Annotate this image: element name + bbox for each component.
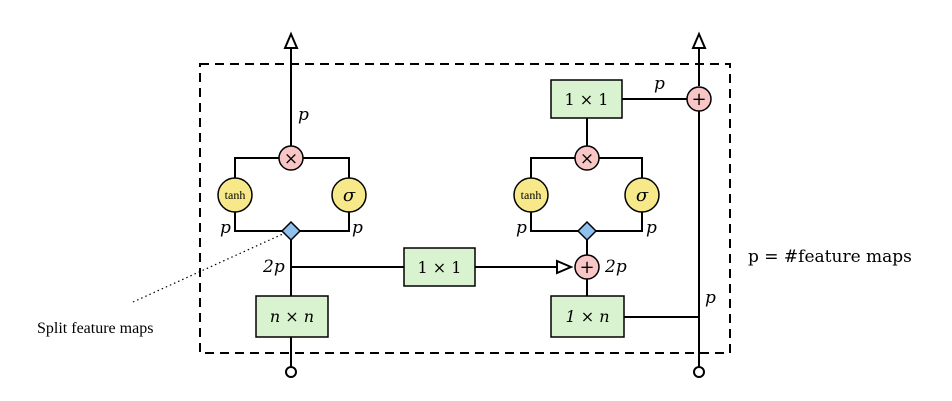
left-tanh-label: tanh xyxy=(225,188,246,202)
right-multiply-symbol: × xyxy=(580,149,594,169)
right-tanh-label: tanh xyxy=(521,188,542,202)
one-x-one-middle-box xyxy=(403,247,476,287)
left-sigma-gate xyxy=(331,177,367,213)
label-p-left-top: p xyxy=(298,105,309,125)
label-p-right-vertical: p xyxy=(705,288,716,308)
left-output-arrowhead xyxy=(283,31,299,49)
right-top-add-symbol: + xyxy=(691,89,706,110)
label-p-left-sigma: p xyxy=(352,218,363,238)
nxn-label: n × n xyxy=(270,307,314,326)
label-p-right-sigma: p xyxy=(646,218,657,238)
left-split-diamond xyxy=(280,220,302,242)
right-output-arrowhead xyxy=(691,31,707,49)
left-sigma-label: σ xyxy=(343,185,356,206)
dashed-frame xyxy=(199,63,731,354)
right-sigma-label: σ xyxy=(636,185,649,206)
right-multiply-op xyxy=(574,145,600,171)
label-2p-left: 2p xyxy=(262,257,285,277)
one-x-n-box xyxy=(550,295,625,338)
right-split-diamond xyxy=(576,220,598,242)
left-input-circle xyxy=(285,366,297,378)
right-input-circle xyxy=(693,366,705,378)
label-p-right-tanh: p xyxy=(516,218,527,238)
right-tanh-gate xyxy=(513,177,549,213)
right-sigma-gate xyxy=(624,177,660,213)
nxn-box xyxy=(255,295,329,338)
middle-to-add-arrowhead xyxy=(556,259,574,275)
left-tanh-gate xyxy=(217,177,253,213)
one-x-one-middle-label: 1 × 1 xyxy=(418,258,462,277)
label-2p-right: 2p xyxy=(604,257,627,277)
left-multiply-symbol: × xyxy=(284,149,298,169)
left-multiply-op xyxy=(278,145,304,171)
label-p-right-top: p xyxy=(654,74,665,94)
split-annotation-text: Split feature maps xyxy=(37,320,153,337)
split-annotation-leader xyxy=(132,232,286,303)
right-lower-add-op xyxy=(574,254,600,280)
one-x-one-top-label: 1 × 1 xyxy=(565,90,609,109)
legend-text: p = #feature maps xyxy=(748,247,912,267)
label-p-left-tanh: p xyxy=(220,218,231,238)
one-x-n-label: 1 × n xyxy=(565,307,609,326)
right-lower-add-symbol: + xyxy=(579,257,594,278)
right-top-add-op xyxy=(686,86,712,112)
